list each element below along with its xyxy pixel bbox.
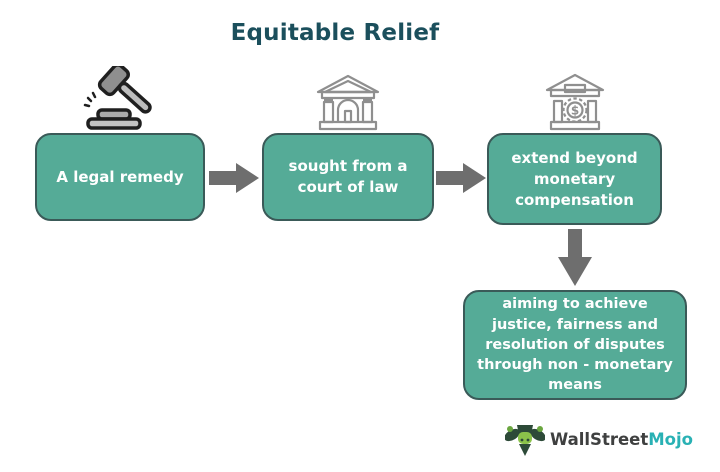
step-label: A legal remedy xyxy=(56,167,184,186)
step-box-beyond-monetary: extend beyond monetary compensation xyxy=(487,133,662,225)
step-label: sought from a court of law xyxy=(288,157,408,196)
step-box-legal-remedy: A legal remedy xyxy=(35,133,205,221)
gavel-icon xyxy=(76,63,164,136)
logo-text-mojo: Mojo xyxy=(648,429,693,449)
arrow-down-icon xyxy=(557,229,593,291)
logo-text-wallstreet: WallStreet xyxy=(550,429,649,449)
courthouse-icon xyxy=(313,72,383,138)
wallstreetmojo-logo: WallStreetMojo xyxy=(505,420,693,458)
step-label: aiming to achieve justice, fairness and … xyxy=(477,296,673,394)
arrow-right-icon xyxy=(436,160,486,200)
step-label: extend beyond monetary compensation xyxy=(511,148,638,209)
arrow-right-icon xyxy=(209,160,259,200)
bull-icon xyxy=(505,425,545,456)
page-title: Equitable Relief xyxy=(230,20,440,46)
step-box-court-of-law: sought from a court of law xyxy=(262,133,434,221)
dollar-glyph: $ xyxy=(571,104,579,118)
bank-dollar-icon: $ xyxy=(541,70,609,140)
step-box-justice-fairness: aiming to achieve justice, fairness and … xyxy=(463,290,687,400)
logo-text: WallStreetMojo xyxy=(550,430,693,449)
